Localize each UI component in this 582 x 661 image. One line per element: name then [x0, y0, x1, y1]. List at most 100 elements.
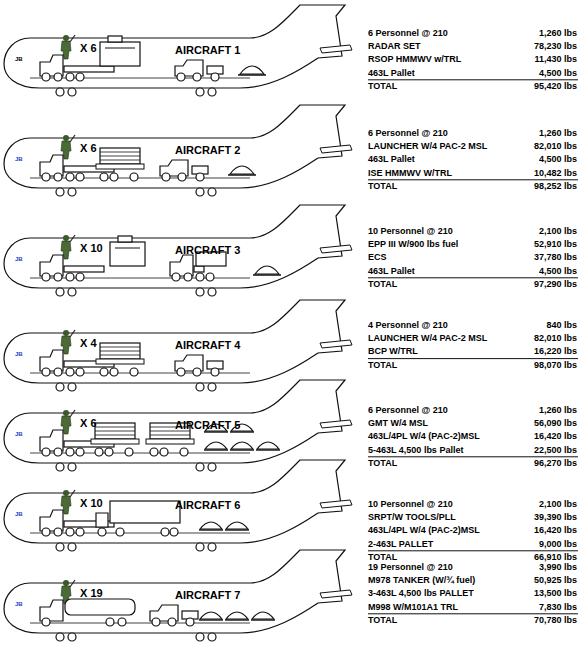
radar-top	[118, 236, 132, 242]
load-weight: 16,420 lbs	[534, 431, 577, 442]
load-item: 463L/4PL W/4 (PAC-2)MSL	[368, 431, 480, 442]
wheel	[168, 618, 176, 626]
wheel	[42, 73, 50, 81]
load-item: 6 Personnel @ 210	[368, 28, 448, 39]
wheel	[206, 273, 214, 281]
load-weight: 98,252 lbs	[534, 181, 577, 192]
wheel	[56, 188, 64, 196]
wheel	[66, 173, 74, 181]
cargo-floor	[30, 178, 250, 179]
load-item: RSOP HMMWV w/TRL	[368, 54, 461, 65]
aircraft: X 6AIRCRAFT 2	[0, 100, 352, 190]
wheel	[54, 273, 62, 281]
pallet	[204, 431, 228, 432]
aircraft-label: AIRCRAFT 6	[175, 499, 240, 511]
launcher-frame	[91, 439, 139, 444]
aircraft-fuselage	[4, 300, 345, 383]
pallet	[225, 529, 249, 530]
wheel	[68, 463, 76, 471]
soldier-head	[63, 490, 69, 496]
load-item: TOTAL	[368, 458, 397, 469]
aircraft-label: AIRCRAFT 3	[175, 244, 240, 256]
load-item: ISE HMMWV W/TRL	[368, 168, 452, 179]
load-item: TOTAL	[368, 181, 397, 192]
aircraft: X 19AIRCRAFT 7	[0, 545, 352, 635]
load-weight: 1,260 lbs	[539, 28, 577, 39]
load-weight: 11,430 lbs	[534, 54, 577, 65]
launcher-canisters	[100, 343, 140, 359]
wheel	[196, 463, 204, 471]
wheel	[68, 543, 76, 551]
pallet-load	[255, 266, 279, 274]
load-weight: 2,100 lbs	[539, 499, 577, 510]
wheel	[116, 528, 124, 536]
wheel	[130, 368, 138, 376]
wheel	[170, 528, 178, 536]
van-body	[110, 501, 180, 523]
load-weight: 10,482 lbs	[534, 168, 577, 179]
total-rule	[368, 277, 578, 278]
wheel	[125, 448, 133, 456]
tail-mark: JB	[15, 256, 23, 262]
load-weight: 37,780 lbs	[534, 252, 577, 263]
wheel	[211, 73, 219, 81]
soldier-head	[63, 135, 69, 141]
aircraft: X 4AIRCRAFT 4	[0, 295, 352, 385]
load-weight: 78,230 lbs	[534, 41, 577, 52]
total-rule	[368, 456, 578, 457]
pallet	[199, 529, 223, 530]
wheel	[211, 368, 219, 376]
load-item: 6 Personnel @ 210	[368, 405, 448, 416]
wheel	[42, 448, 50, 456]
load-item: BCP W/TRL	[368, 346, 418, 357]
canister-line	[100, 160, 140, 161]
cargo-floor	[30, 623, 250, 624]
wheel	[68, 188, 76, 196]
wheel	[208, 383, 216, 391]
soldier-rifle	[70, 235, 75, 242]
load-weight: 3,990 lbs	[539, 562, 577, 573]
tail-mark: JB	[15, 156, 23, 162]
load-item: 19 Personnel @ 210	[368, 562, 453, 573]
load-weight: 39,390 lbs	[534, 512, 577, 523]
total-rule	[368, 358, 578, 359]
wheel	[66, 528, 74, 536]
tail-mark: JB	[15, 56, 23, 62]
wheel	[76, 528, 84, 536]
truck-bed	[194, 266, 204, 272]
soldier-rifle	[70, 490, 75, 497]
wheel	[76, 448, 84, 456]
aircraft-fuselage	[4, 380, 345, 463]
wheel	[54, 173, 62, 181]
wheel	[66, 73, 74, 81]
pallet-load	[252, 612, 274, 619]
launcher-frame	[146, 439, 194, 444]
load-weight: 70,780 lbs	[534, 615, 577, 626]
aircraft: X 10AIRCRAFT 3	[0, 200, 352, 290]
load-item: RADAR SET	[368, 41, 421, 52]
wheel	[193, 73, 201, 81]
load-item: 463L Pallet	[368, 266, 415, 277]
wheel	[196, 173, 204, 181]
tailplane	[320, 340, 352, 348]
wheel	[178, 173, 186, 181]
load-weight: 7,830 lbs	[539, 602, 577, 613]
personnel-count: X 6	[80, 417, 97, 429]
tailplane	[320, 590, 352, 598]
canister-line	[100, 156, 140, 157]
pallet	[230, 431, 254, 432]
wheel	[196, 88, 204, 96]
personnel-count: X 10	[80, 497, 103, 509]
wheel	[160, 448, 168, 456]
pallet-load	[240, 66, 264, 74]
pallet	[251, 619, 275, 620]
soldier-rifle	[70, 330, 75, 337]
load-item: 10 Personnel @ 210	[368, 226, 453, 237]
wheel	[56, 543, 64, 551]
tail-mark: JB	[15, 511, 23, 517]
tailplane	[320, 145, 352, 153]
canister-line	[150, 435, 190, 436]
launcher-frame	[96, 164, 144, 169]
soldier-head	[63, 235, 69, 241]
load-item: 463L Pallet	[368, 68, 415, 79]
